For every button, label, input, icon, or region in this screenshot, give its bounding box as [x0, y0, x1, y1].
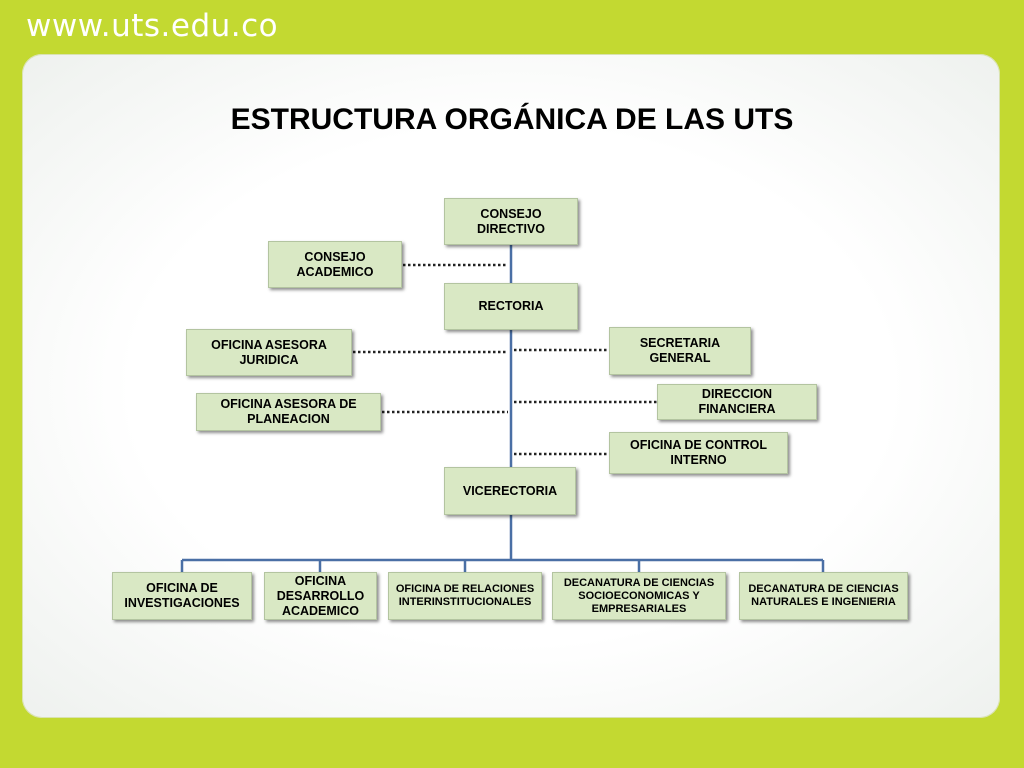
- node-decanatura-naturales: DECANATURA DE CIENCIAS NATURALES E INGEN…: [739, 572, 908, 620]
- node-oficina-investigaciones: OFICINA DE INVESTIGACIONES: [112, 572, 252, 620]
- node-oficina-control-interno: OFICINA DE CONTROL INTERNO: [609, 432, 788, 474]
- slide-title: ESTRUCTURA ORGÁNICA DE LAS UTS: [230, 103, 794, 136]
- node-oficina-asesora-planeacion: OFICINA ASESORA DE PLANEACION: [196, 393, 381, 431]
- node-vicerrectoria: VICERECTORIA: [444, 467, 576, 515]
- node-secretaria-general: SECRETARIA GENERAL: [609, 327, 751, 375]
- node-consejo-directivo: CONSEJO DIRECTIVO: [444, 198, 578, 245]
- node-oficina-asesora-juridica: OFICINA ASESORA JURIDICA: [186, 329, 352, 376]
- node-consejo-academico: CONSEJO ACADEMICO: [268, 241, 402, 288]
- node-decanatura-socioeconomicas: DECANATURA DE CIENCIAS SOCIOECONOMICAS Y…: [552, 572, 726, 620]
- node-oficina-desarrollo-academico: OFICINA DESARROLLO ACADEMICO: [264, 572, 377, 620]
- node-direccion-financiera: DIRECCION FINANCIERA: [657, 384, 817, 420]
- node-oficina-relaciones-interinstitucionales: OFICINA DE RELACIONES INTERINSTITUCIONAL…: [388, 572, 542, 620]
- node-rectoria: RECTORIA: [444, 283, 578, 330]
- site-url: www.uts.edu.co: [26, 8, 279, 44]
